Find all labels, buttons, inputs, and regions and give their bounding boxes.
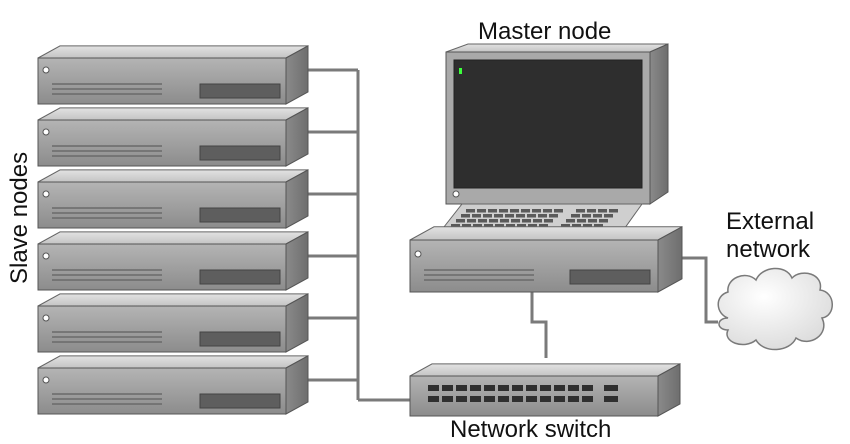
switch-port <box>526 385 537 391</box>
switch-port <box>582 385 593 391</box>
switch-port <box>470 385 481 391</box>
switch-port <box>568 396 579 402</box>
power-led-icon <box>414 250 422 258</box>
external-network-cloud-icon <box>717 267 833 351</box>
switch-port <box>484 396 495 402</box>
switch-port <box>498 396 509 402</box>
switch-port <box>512 385 523 391</box>
switch-port <box>554 396 565 402</box>
external-network-label-line1: External <box>726 208 815 235</box>
master-chassis <box>409 225 683 293</box>
switch-port <box>604 385 618 391</box>
keyboard <box>438 203 643 239</box>
switch-port <box>442 385 453 391</box>
cables <box>304 68 718 402</box>
network-switch-label: Network switch <box>450 416 612 443</box>
switch-port <box>456 385 467 391</box>
slave-nodes-label: Slave nodes <box>6 151 33 284</box>
switch-port <box>604 396 618 402</box>
switch-port <box>428 385 439 391</box>
drive-bay <box>569 269 651 285</box>
power-led-icon <box>42 376 50 384</box>
switch-port <box>554 385 565 391</box>
slave-node-stack <box>37 45 309 415</box>
switch-port <box>526 396 537 402</box>
drive-bay <box>199 145 281 161</box>
drive-bay <box>199 83 281 99</box>
slave-node <box>37 355 309 415</box>
drive-bay <box>199 331 281 347</box>
power-led-icon <box>42 314 50 322</box>
slave-node <box>37 107 309 167</box>
slave-node <box>37 293 309 353</box>
slave-node <box>37 45 309 105</box>
switch-port <box>428 396 439 402</box>
switch-port <box>540 396 551 402</box>
drive-bay <box>199 269 281 285</box>
master-to-switch-cable <box>530 292 548 358</box>
master-to-external-cable <box>682 256 718 324</box>
cluster-diagram: Master node External network Network swi… <box>6 18 833 443</box>
cluster-diagram-svg <box>37 43 833 417</box>
drive-bay <box>199 393 281 409</box>
power-led-icon <box>452 190 460 198</box>
switch-port <box>582 396 593 402</box>
slave-node <box>37 169 309 229</box>
master-node-label: Master node <box>478 18 612 45</box>
monitor-screen <box>453 59 643 189</box>
switch-port <box>568 385 579 391</box>
cursor-icon <box>459 68 462 74</box>
switch-port <box>540 385 551 391</box>
external-network-label-line2: network <box>726 236 811 263</box>
power-led-icon <box>42 190 50 198</box>
master-chassis-box <box>409 225 683 293</box>
power-led-icon <box>42 128 50 136</box>
slave-node <box>37 231 309 291</box>
power-led-icon <box>42 66 50 74</box>
switch-port <box>456 396 467 402</box>
switch-box <box>409 363 681 417</box>
switch-port <box>484 385 495 391</box>
switch-port <box>442 396 453 402</box>
switch-port <box>498 385 509 391</box>
network-switch <box>409 363 681 417</box>
drive-bay <box>199 207 281 223</box>
power-led-icon <box>42 252 50 260</box>
switch-port <box>512 396 523 402</box>
switch-port <box>470 396 481 402</box>
master-monitor <box>445 43 669 205</box>
